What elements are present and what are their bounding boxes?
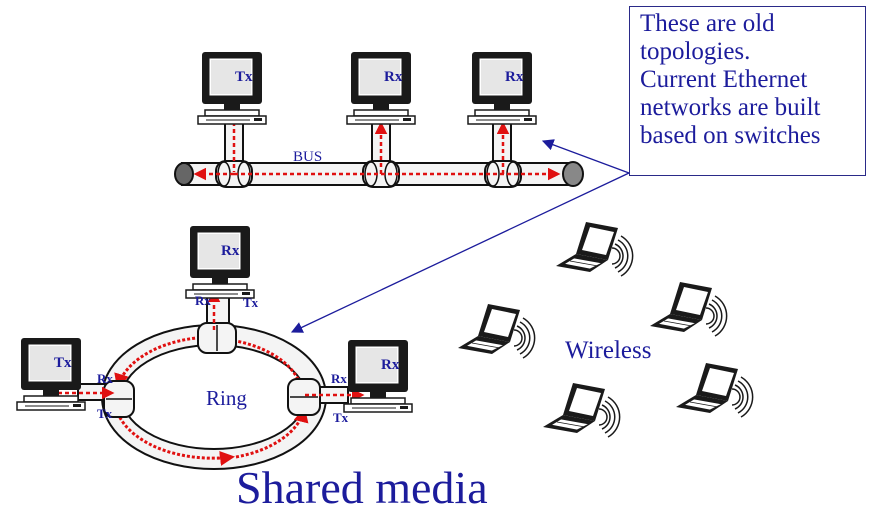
note-arrow-to-bus: [541, 139, 630, 174]
wireless-group: Wireless: [457, 221, 754, 438]
ring-repeater-right: [287, 378, 321, 416]
ring-left-port-tx: Tx: [97, 406, 113, 421]
ring-top-port-rx: Rx: [195, 293, 211, 308]
bus-topology: BUS Tx Rx Rx: [174, 51, 584, 188]
ring-station-left: Tx: [16, 337, 86, 411]
ring-station-right: Rx: [343, 339, 413, 413]
ring-signal-arrows: [114, 333, 309, 466]
wireless-laptop-1: [555, 221, 634, 277]
ring-label: Ring: [206, 386, 247, 410]
wireless-laptop-5: [542, 382, 621, 438]
ring-right-port-tx: Tx: [333, 410, 349, 425]
note-line: Current Ethernet: [640, 66, 808, 93]
ring-repeater-top: [197, 322, 237, 354]
station-label: Rx: [505, 69, 524, 85]
wireless-label: Wireless: [565, 337, 651, 364]
bus-drop-cables: [224, 117, 512, 169]
bus-station-tx: Tx: [197, 51, 267, 125]
bus-signal-arrows: [193, 121, 561, 181]
caption: Shared media: [236, 462, 488, 507]
wireless-laptop-2: [649, 281, 728, 337]
note-line: These are old: [640, 10, 775, 37]
station-label: Rx: [384, 69, 403, 85]
ring-topology: Rx Rx Tx Tx Rx Tx Rx Rx Tx Ring: [16, 225, 413, 470]
bus-station-rx-1: Rx: [346, 51, 416, 125]
station-label: Rx: [221, 243, 240, 259]
note-line: based on switches: [640, 122, 821, 149]
bus-label: BUS: [293, 149, 322, 165]
wireless-laptop-3: [457, 303, 536, 359]
note-arrows: [290, 139, 630, 333]
ring-top-port-tx: Tx: [243, 295, 259, 310]
station-label: Rx: [381, 357, 400, 373]
bus-terminator-right: [562, 161, 584, 187]
bus-station-rx-2: Rx: [467, 51, 537, 125]
ring-station-top: Rx: [185, 225, 255, 299]
bus-terminator-left: [174, 162, 194, 186]
wireless-laptop-4: [675, 362, 754, 418]
note-arrow-to-ring: [290, 172, 630, 333]
station-label: Tx: [54, 355, 72, 371]
ring-right-port-rx: Rx: [331, 371, 347, 386]
note-line: topologies.: [640, 38, 751, 65]
station-label: Tx: [235, 69, 253, 85]
note-line: networks are built: [640, 94, 821, 121]
note-box: These are old topologies. Current Ethern…: [629, 6, 866, 176]
ring-left-port-rx: Rx: [97, 371, 113, 386]
